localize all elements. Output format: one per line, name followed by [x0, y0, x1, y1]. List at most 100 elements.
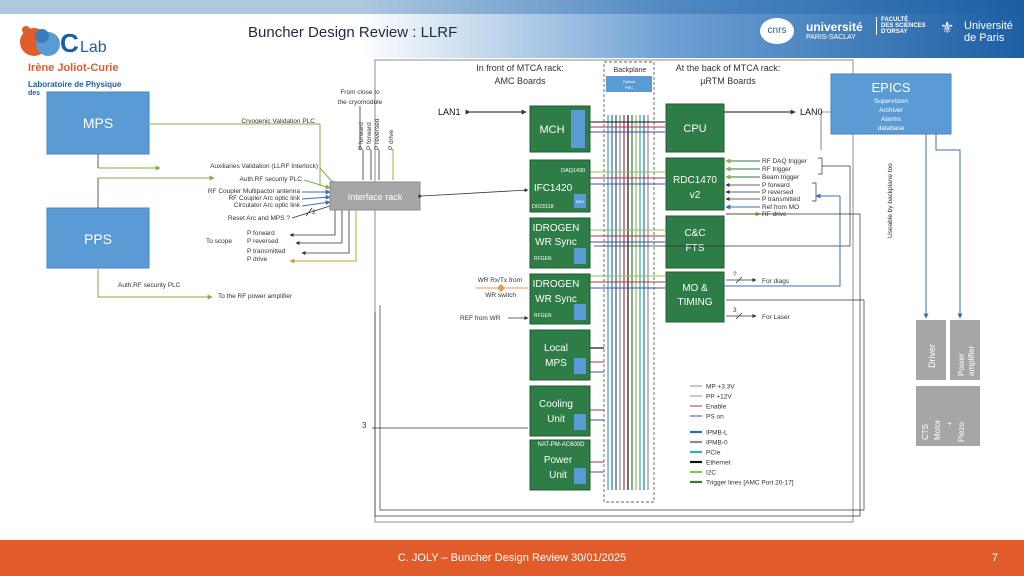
- svg-text:Unit: Unit: [549, 470, 567, 481]
- svg-text:MPS: MPS: [545, 358, 567, 369]
- svg-text:MO &: MO &: [682, 283, 708, 294]
- back-heading-line1: At the back of MTCA rack:: [676, 63, 781, 73]
- svg-text:Ref from MO: Ref from MO: [762, 204, 799, 211]
- svg-text:RFGEN: RFGEN: [534, 256, 552, 262]
- footer-text: C. JOLY – Buncher Design Review 30/01/20…: [397, 552, 627, 564]
- circ-arc-label: Circulator Arc optic link: [234, 202, 301, 209]
- driver-block: [916, 320, 946, 380]
- svg-text:For Laser: For Laser: [762, 314, 791, 321]
- svg-text:3: 3: [362, 421, 367, 430]
- page-number: 7: [991, 552, 998, 564]
- pps-label: PPS: [84, 231, 112, 247]
- svg-text:IDROGEN: IDROGEN: [533, 223, 580, 234]
- svg-text:Cooling: Cooling: [539, 399, 573, 410]
- useable-backplane-label: Useable by backplane too: [887, 163, 894, 238]
- universite-de-paris-logo: Université de Paris: [964, 20, 1013, 44]
- reset-count-label: 2: [312, 209, 316, 216]
- legend-label: Enable: [706, 404, 727, 411]
- svg-text:?: ?: [733, 271, 737, 278]
- lan0-label: LAN0: [800, 107, 823, 117]
- power-amplifier-block: [950, 320, 980, 380]
- svg-text:amplifier: amplifier: [967, 345, 976, 376]
- scope-p-drive-label: P drive: [247, 256, 267, 263]
- svg-text:IDROGEN: IDROGEN: [533, 279, 580, 290]
- header-band: [0, 0, 1024, 58]
- mps-label: MPS: [83, 115, 113, 131]
- amc-boards: MCH IFC1420 DAQ1430 DIO3118 MMC IDROGEN …: [529, 105, 591, 491]
- rf-arc-label: RF Coupler Arc optic link: [228, 195, 300, 202]
- reset-arc-label: Reset Arc and MPS ?: [228, 215, 291, 222]
- svg-text:Motor: Motor: [933, 419, 942, 440]
- svg-text:Supervision: Supervision: [874, 98, 908, 105]
- ifc1420-label: IFC1420: [534, 183, 573, 194]
- faculte-logo: FACULTÉ DES SCIENCES D'ORSAY: [876, 17, 926, 35]
- backplane-heading: Backplane: [614, 67, 647, 74]
- from-close-line1: From close to: [340, 89, 380, 96]
- to-scope-label: To scope: [206, 238, 232, 245]
- logo-lab-line1: Laboratoire de Physique: [28, 80, 122, 89]
- slot-bus-connectors: [590, 121, 665, 473]
- backplane-pbc-box: [606, 76, 652, 92]
- svg-text:WR switch: WR switch: [485, 292, 516, 299]
- interface-rack-block: [329, 181, 421, 211]
- llrf-architecture-diagram: MPS PPS From close to the cryomodule Cry…: [46, 59, 980, 523]
- svg-text:C: C: [60, 28, 79, 58]
- cpu-board: [665, 103, 725, 153]
- epics-block: [830, 73, 952, 135]
- svg-text:RF trigger: RF trigger: [762, 166, 792, 173]
- mch-label: MCH: [539, 124, 564, 136]
- svg-text:Power: Power: [957, 353, 966, 376]
- legend-label: IPMB-L: [706, 430, 728, 437]
- cc-fts-board: [665, 215, 725, 269]
- svg-text:WR Rx/Tx from: WR Rx/Tx from: [478, 277, 522, 284]
- svg-text:MMC: MMC: [576, 200, 585, 204]
- svg-text:REF from WR: REF from WR: [460, 315, 501, 322]
- svg-text:TIMING: TIMING: [678, 297, 713, 308]
- legend-label: PS on: [706, 414, 724, 421]
- svg-text:Archiver: Archiver: [879, 107, 904, 114]
- to-rf-amp-label: To the RF power amplifier: [218, 293, 293, 300]
- svg-text:Unit: Unit: [547, 414, 565, 425]
- svg-text:RFGEN: RFGEN: [534, 313, 552, 319]
- svg-text:P forward: P forward: [762, 182, 790, 189]
- svg-text:Optical: Optical: [623, 79, 636, 84]
- ijclab-logo: C Lab Irène Joliot-Curie Laboratoire de …: [14, 18, 154, 98]
- scope-p-forward-label: P forward: [247, 230, 275, 237]
- legend-label: PCIe: [706, 450, 721, 457]
- lan1-label: LAN1: [438, 107, 461, 117]
- legend-label: I2C: [706, 470, 716, 477]
- svg-text:RDC1470: RDC1470: [673, 175, 717, 186]
- legend-label: MP +3.3V: [706, 384, 735, 391]
- front-heading-line2: AMC Boards: [494, 76, 546, 86]
- svg-text:CPU: CPU: [683, 123, 706, 135]
- idrogen1-board: [529, 217, 591, 269]
- svg-text:DAQ1430: DAQ1430: [561, 168, 585, 174]
- logo-subtitle: Irène Joliot-Curie: [28, 62, 119, 74]
- svg-text:FTS: FTS: [686, 243, 705, 254]
- vert-p-drive: P drive: [388, 130, 395, 150]
- mps-block: [46, 91, 150, 155]
- mo-timing-board: [665, 271, 725, 323]
- svg-text:database: database: [878, 125, 905, 132]
- svg-text:Power: Power: [544, 455, 573, 466]
- interface-rack-label: Interface rack: [348, 192, 403, 202]
- universite-paris-emblem-icon: ⚜: [940, 20, 955, 37]
- svg-text:P transmitted: P transmitted: [762, 196, 801, 203]
- logo-lab-line2: des: [28, 90, 41, 97]
- cts-motor-piezo-block: [916, 386, 980, 446]
- legend-label: Trigger lines [AMC Port 20-17]: [706, 480, 794, 487]
- vert-p-forward-2: P forward: [366, 122, 373, 150]
- main-frame: [374, 59, 854, 523]
- to-rf-amp-arrow: [97, 268, 213, 300]
- back-heading-line2: µRTM Boards: [700, 76, 756, 86]
- slide-footer: C. JOLY – Buncher Design Review 30/01/20…: [0, 540, 1024, 576]
- svg-text:Local: Local: [544, 343, 568, 354]
- rdc1470-board: [665, 157, 725, 211]
- svg-text:WR Sync: WR Sync: [535, 237, 577, 248]
- rf-mult-label: RF Coupler Multipactor antenna: [208, 188, 301, 195]
- rdc-signal-labels: RF DAQ trigger RF trigger Beam trigger P…: [762, 158, 808, 218]
- backplane-bus-lines: [607, 115, 649, 490]
- auth-plc1-label: Auth.RF security PLC: [240, 176, 303, 183]
- legend-label: IPMB-0: [706, 440, 728, 447]
- scope-p-reversed-label: P reversed: [247, 238, 279, 245]
